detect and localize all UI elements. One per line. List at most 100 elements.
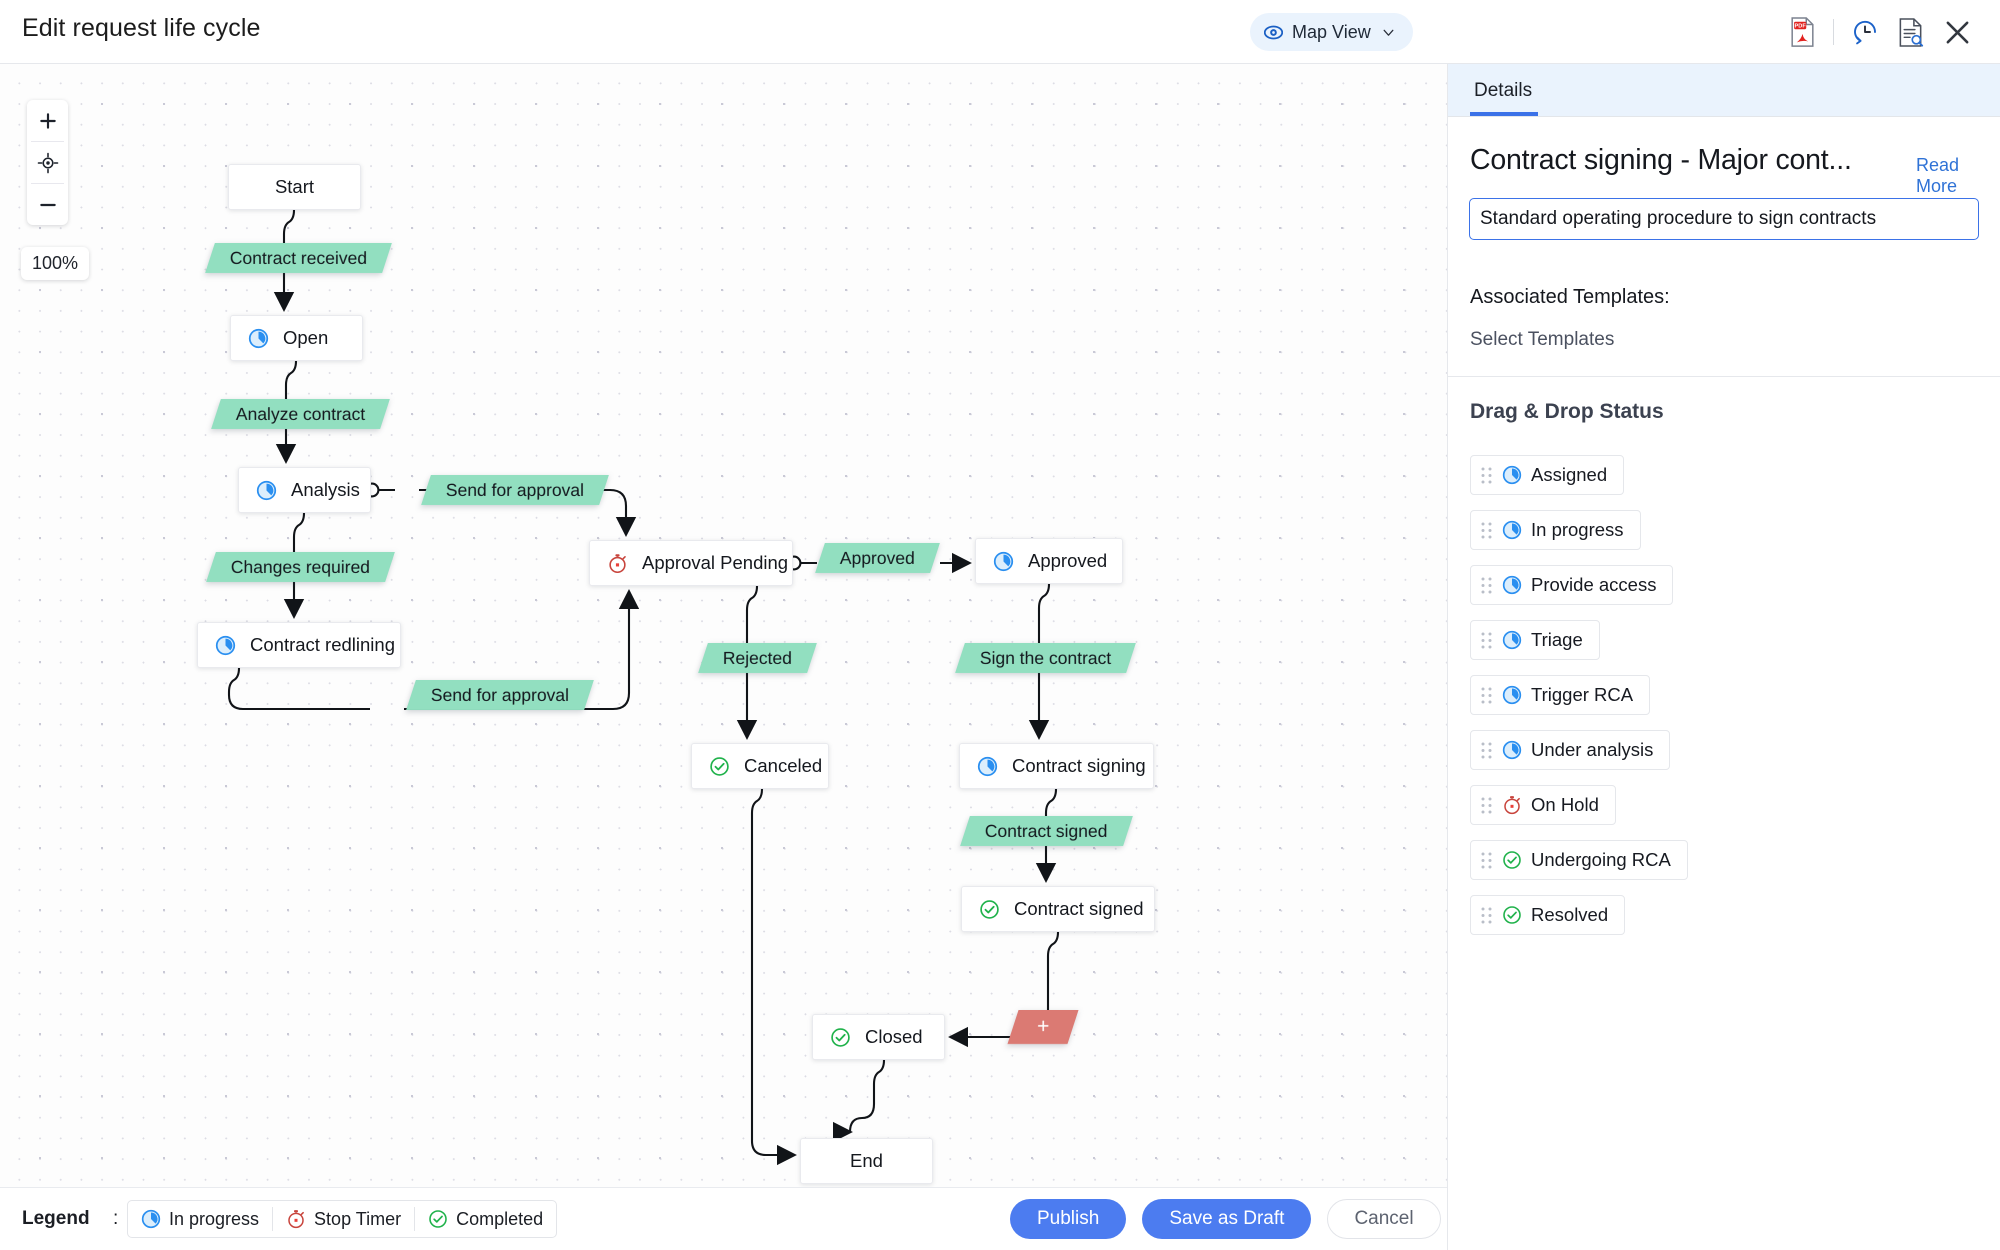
drag-handle-icon[interactable] [1480, 741, 1493, 760]
legend-item-label: Stop Timer [314, 1208, 402, 1229]
recenter-icon[interactable] [27, 142, 68, 183]
flow-transition-changes-required[interactable]: Changes required [206, 552, 395, 582]
publish-button[interactable]: Publish [1010, 1199, 1127, 1239]
status-item-triage[interactable]: Triage [1470, 620, 1600, 660]
panel-divider [1448, 376, 2000, 377]
drag-handle-icon[interactable] [1480, 521, 1493, 540]
status-row: Under analysis [1470, 730, 1970, 785]
details-panel: Details Contract signing - Major cont...… [1447, 64, 2000, 1250]
flow-node-canceled[interactable]: Canceled [691, 743, 829, 789]
history-clock-icon[interactable] [1842, 9, 1888, 55]
flow-transition-label: Changes required [231, 556, 371, 577]
flow-transition-send-for-approval-1[interactable]: Send for approval [421, 475, 610, 505]
flow-node-analysis[interactable]: Analysis [238, 467, 371, 513]
flow-node-approval-pending[interactable]: Approval Pending [589, 540, 793, 586]
status-item-resolved[interactable]: Resolved [1470, 895, 1626, 935]
zoom-controls [27, 100, 68, 225]
close-icon[interactable] [1934, 9, 1980, 55]
status-row: In progress [1470, 510, 1970, 565]
panel-tabbar: Details [1448, 64, 2000, 117]
legend-item-stop-timer: Stop Timer [273, 1209, 414, 1230]
svg-text:PDF: PDF [1794, 24, 1806, 30]
status-row: Trigger RCA [1470, 675, 1970, 730]
drag-handle-icon[interactable] [1480, 466, 1493, 485]
flow-node-contract-signing[interactable]: Contract signing [959, 743, 1154, 789]
flow-node-start[interactable]: Start [228, 164, 361, 210]
legend-divider [272, 1207, 274, 1231]
flow-node-label: Approval Pending [642, 552, 789, 573]
status-item-provide-access[interactable]: Provide access [1470, 565, 1674, 605]
flow-transition-approved-t[interactable]: Approved [815, 543, 940, 573]
flow-node-label: End [850, 1150, 883, 1171]
map-view-label: Map View [1292, 21, 1371, 42]
drag-handle-icon[interactable] [1480, 631, 1493, 650]
flow-transition-analyze-contract[interactable]: Analyze contract [211, 399, 391, 429]
tab-active-underline [1470, 112, 1538, 116]
status-item-assigned[interactable]: Assigned [1470, 455, 1625, 495]
drag-drop-status-title: Drag & Drop Status [1470, 400, 1664, 423]
status-item-label: In progress [1531, 519, 1624, 540]
tab-details[interactable]: Details [1474, 79, 1533, 101]
drag-handle-icon[interactable] [1480, 576, 1493, 595]
status-item-in-progress[interactable]: In progress [1470, 510, 1641, 550]
flow-node-contract-signed[interactable]: Contract signed [961, 886, 1155, 932]
save-as-draft-button[interactable]: Save as Draft [1142, 1199, 1312, 1239]
drag-handle-icon[interactable] [1480, 796, 1493, 815]
flow-node-closed[interactable]: Closed [812, 1014, 945, 1060]
flow-transition-contract-received[interactable]: Contract received [205, 243, 393, 273]
status-row: Assigned [1470, 455, 1970, 510]
flow-canvas[interactable]: 100% [0, 64, 1447, 1187]
status-stoptimer-icon [1502, 795, 1522, 815]
document-search-icon[interactable] [1888, 9, 1934, 55]
status-item-under-analysis[interactable]: Under analysis [1470, 730, 1671, 770]
flow-transition-add-transition[interactable]: + [1007, 1010, 1079, 1044]
flow-transition-label: Send for approval [431, 684, 570, 705]
map-view-button[interactable]: Map View [1250, 13, 1413, 51]
status-completed-icon [830, 1027, 851, 1048]
legend-item-in-progress: In progress [128, 1209, 272, 1230]
zoom-in-button[interactable] [27, 100, 68, 141]
description-input[interactable] [1469, 198, 1979, 240]
flow-transition-send-for-approval-2[interactable]: Send for approval [406, 680, 595, 710]
status-completed-icon [709, 756, 730, 777]
status-inprogress-icon [256, 480, 277, 501]
status-item-label: Triage [1531, 629, 1583, 650]
status-item-label: Assigned [1531, 464, 1608, 485]
legend-item-label: Completed [456, 1208, 544, 1229]
status-item-label: Undergoing RCA [1531, 849, 1671, 870]
status-inprogress-icon [1502, 465, 1522, 485]
zoom-level-badge: 100% [21, 247, 90, 280]
export-pdf-icon[interactable]: PDF [1779, 9, 1825, 55]
flow-node-open[interactable]: Open [230, 315, 363, 361]
flow-transition-contract-signed-t[interactable]: Contract signed [960, 816, 1133, 846]
drag-handle-icon[interactable] [1480, 851, 1493, 870]
flow-node-label: Closed [865, 1026, 923, 1047]
status-item-on-hold[interactable]: On Hold [1470, 785, 1616, 825]
status-item-label: Provide access [1531, 574, 1657, 595]
status-item-label: Resolved [1531, 904, 1609, 925]
flow-node-end[interactable]: End [800, 1138, 933, 1184]
select-templates-dropdown[interactable]: Select Templates [1470, 329, 1615, 350]
drag-handle-icon[interactable] [1480, 686, 1493, 705]
zoom-divider-2 [31, 183, 64, 184]
flow-node-approved[interactable]: Approved [975, 538, 1123, 584]
status-inprogress-icon [1502, 575, 1522, 595]
status-item-label: On Hold [1531, 794, 1599, 815]
flow-node-label: Contract signed [1014, 898, 1144, 919]
flow-transition-label: Sign the contract [980, 647, 1112, 668]
status-item-trigger-rca[interactable]: Trigger RCA [1470, 675, 1651, 715]
read-more-link[interactable]: Read More [1916, 155, 1960, 196]
cancel-button[interactable]: Cancel [1327, 1199, 1441, 1239]
flow-transition-rejected[interactable]: Rejected [698, 643, 817, 673]
flow-transition-sign-the-contract[interactable]: Sign the contract [955, 643, 1137, 673]
drag-handle-icon[interactable] [1480, 906, 1493, 925]
flow-transition-label: Approved [840, 547, 915, 568]
legend-label: Legend [22, 1208, 90, 1229]
status-inprogress-icon [215, 635, 236, 656]
status-item-undergoing-rca[interactable]: Undergoing RCA [1470, 840, 1688, 880]
status-row: Provide access [1470, 565, 1970, 620]
zoom-out-button[interactable] [27, 184, 68, 225]
flow-node-contract-redlining[interactable]: Contract redlining [197, 622, 401, 668]
legend-divider [414, 1207, 416, 1231]
